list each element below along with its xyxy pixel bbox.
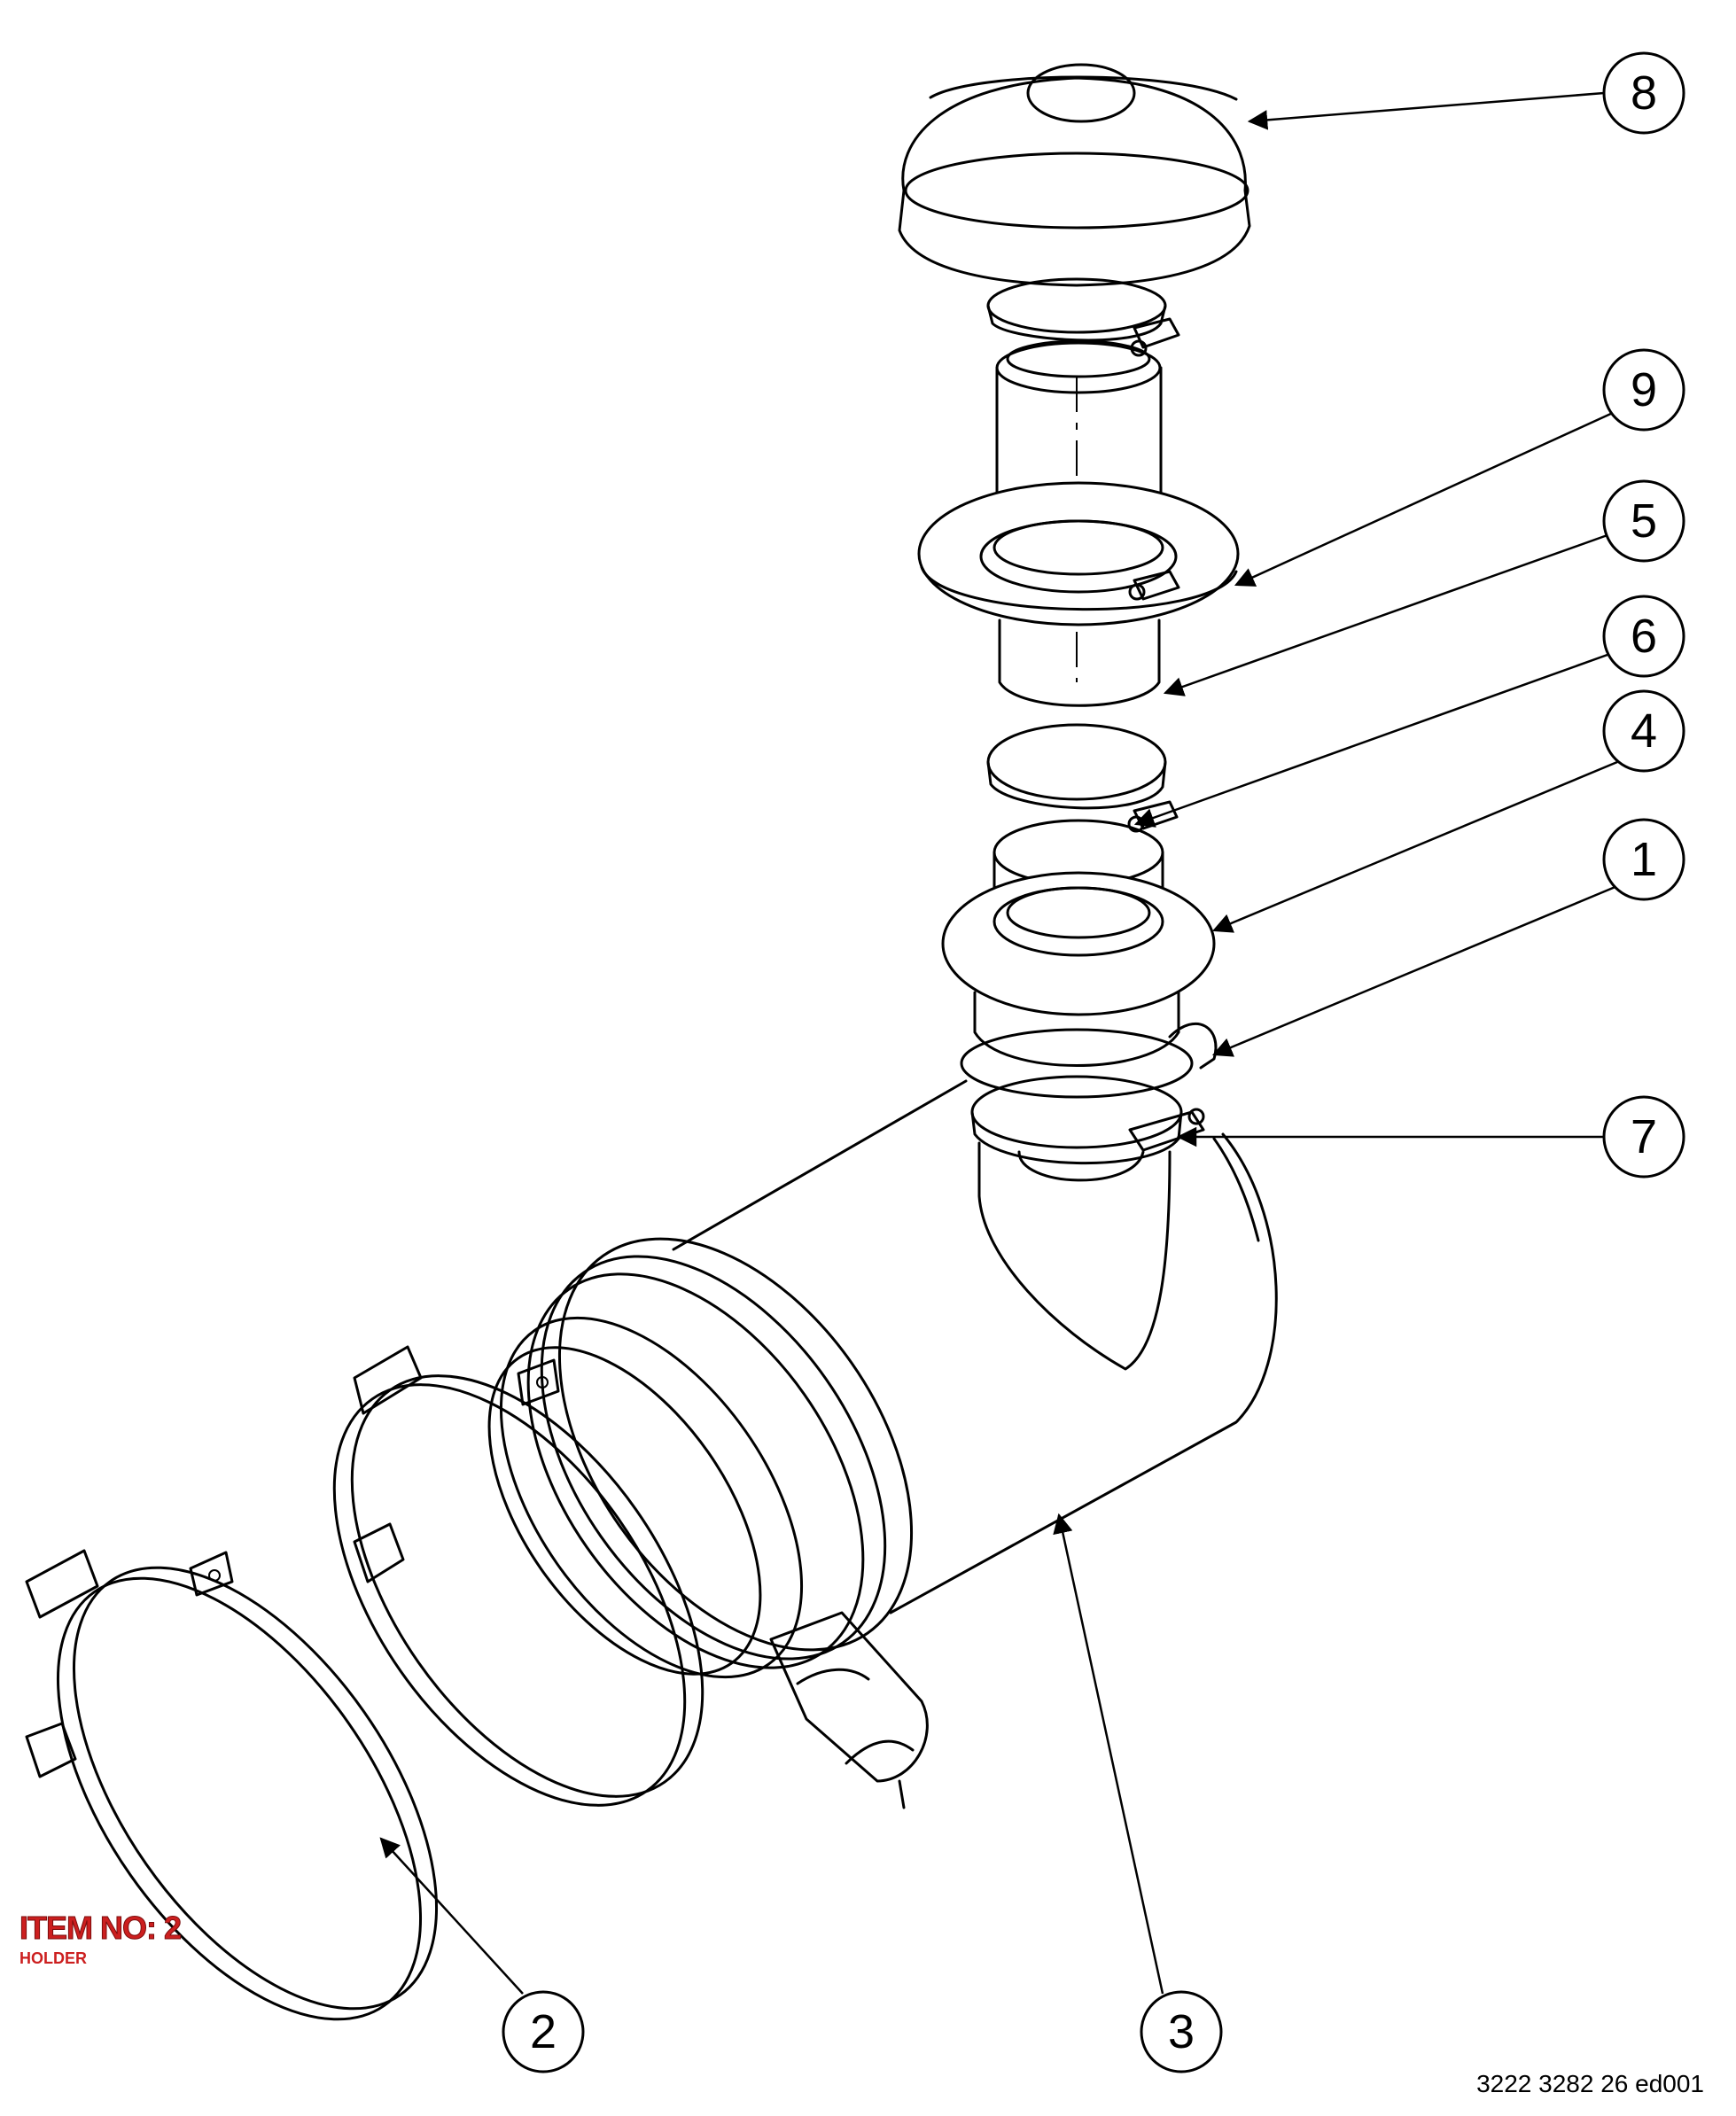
balloon-7: 7 <box>1602 1095 1685 1179</box>
balloon-2: 2 <box>502 1990 585 2073</box>
item-name-label: HOLDER <box>19 1949 87 1967</box>
svg-text:6: 6 <box>1631 610 1657 663</box>
svg-text:7: 7 <box>1631 1110 1657 1163</box>
svg-text:5: 5 <box>1631 494 1657 548</box>
svg-text:1: 1 <box>1631 833 1657 886</box>
part-8-rain-cap <box>898 63 1251 287</box>
balloon-8: 8 <box>1602 51 1685 135</box>
balloon-6: 6 <box>1602 595 1685 678</box>
part-3-filter-housing <box>487 1079 1278 1679</box>
svg-text:4: 4 <box>1631 704 1657 758</box>
svg-text:9: 9 <box>1631 363 1657 416</box>
balloon-5: 5 <box>1602 479 1685 563</box>
inlet-elbow <box>977 1141 1172 1371</box>
part-1-7-clamps <box>960 1022 1218 1165</box>
balloon-4: 4 <box>1602 689 1685 773</box>
part-2-holder <box>25 1549 438 2021</box>
balloon-3: 3 <box>1140 1990 1223 2073</box>
housing-clamp-band <box>332 1345 705 1807</box>
balloon-9: 9 <box>1602 348 1685 432</box>
dust-valve <box>769 1611 929 1809</box>
item-number-label: ITEM NO: 2 <box>19 1910 182 1947</box>
svg-text:8: 8 <box>1631 66 1657 120</box>
part-9-pipe-with-flange <box>917 339 1240 707</box>
part-6-clamp <box>986 723 1179 833</box>
svg-text:2: 2 <box>530 2005 557 2058</box>
part-4-reducer <box>941 819 1216 1067</box>
svg-text:3: 3 <box>1168 2005 1195 2058</box>
balloon-1: 1 <box>1602 818 1685 901</box>
document-number: 3222 3282 26 ed001 <box>1476 2070 1704 2097</box>
leader-lines <box>379 91 1618 1995</box>
